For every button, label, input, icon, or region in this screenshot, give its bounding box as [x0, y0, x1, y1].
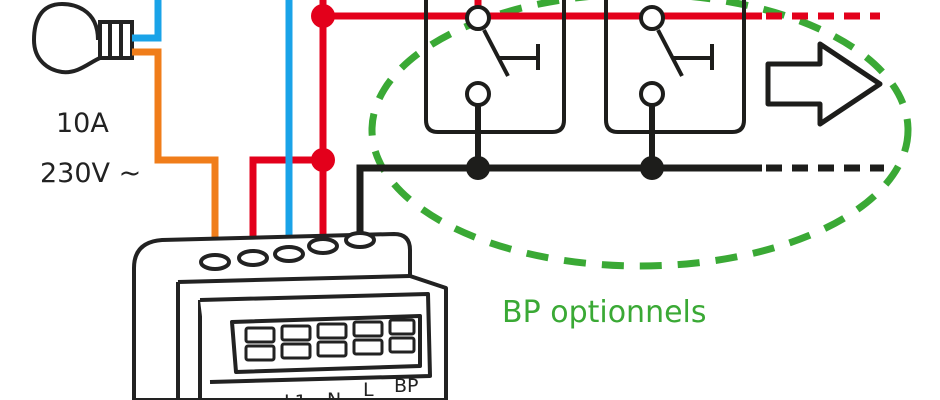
- voltage-rating: 230V ~: [40, 158, 141, 189]
- live-junction-top: [311, 4, 335, 28]
- terminal-label-l1: L1: [284, 391, 307, 400]
- push-button-icon: [604, 0, 746, 168]
- arrow-right-icon: [765, 41, 883, 127]
- live-junction-lower: [311, 148, 335, 172]
- terminal-label-bp: BP: [394, 375, 419, 397]
- terminal-screws: [199, 231, 376, 271]
- terminal-button-grid: [244, 318, 416, 362]
- live-wire-to-l1: [249, 156, 323, 262]
- terminal-label-l: L: [363, 379, 374, 400]
- neutral-wire-lamp: [132, 0, 162, 42]
- current-rating: 10A: [56, 108, 109, 139]
- terminal-label-n: N: [327, 389, 341, 400]
- push-button-icon: [424, 0, 566, 168]
- lamp-wire: [132, 48, 219, 262]
- optional-buttons-label: BP optionnels: [502, 295, 707, 330]
- optional-zone-outline: [368, 0, 912, 270]
- light-bulb-icon: [31, 1, 134, 75]
- pushbutton-wire: [356, 164, 762, 240]
